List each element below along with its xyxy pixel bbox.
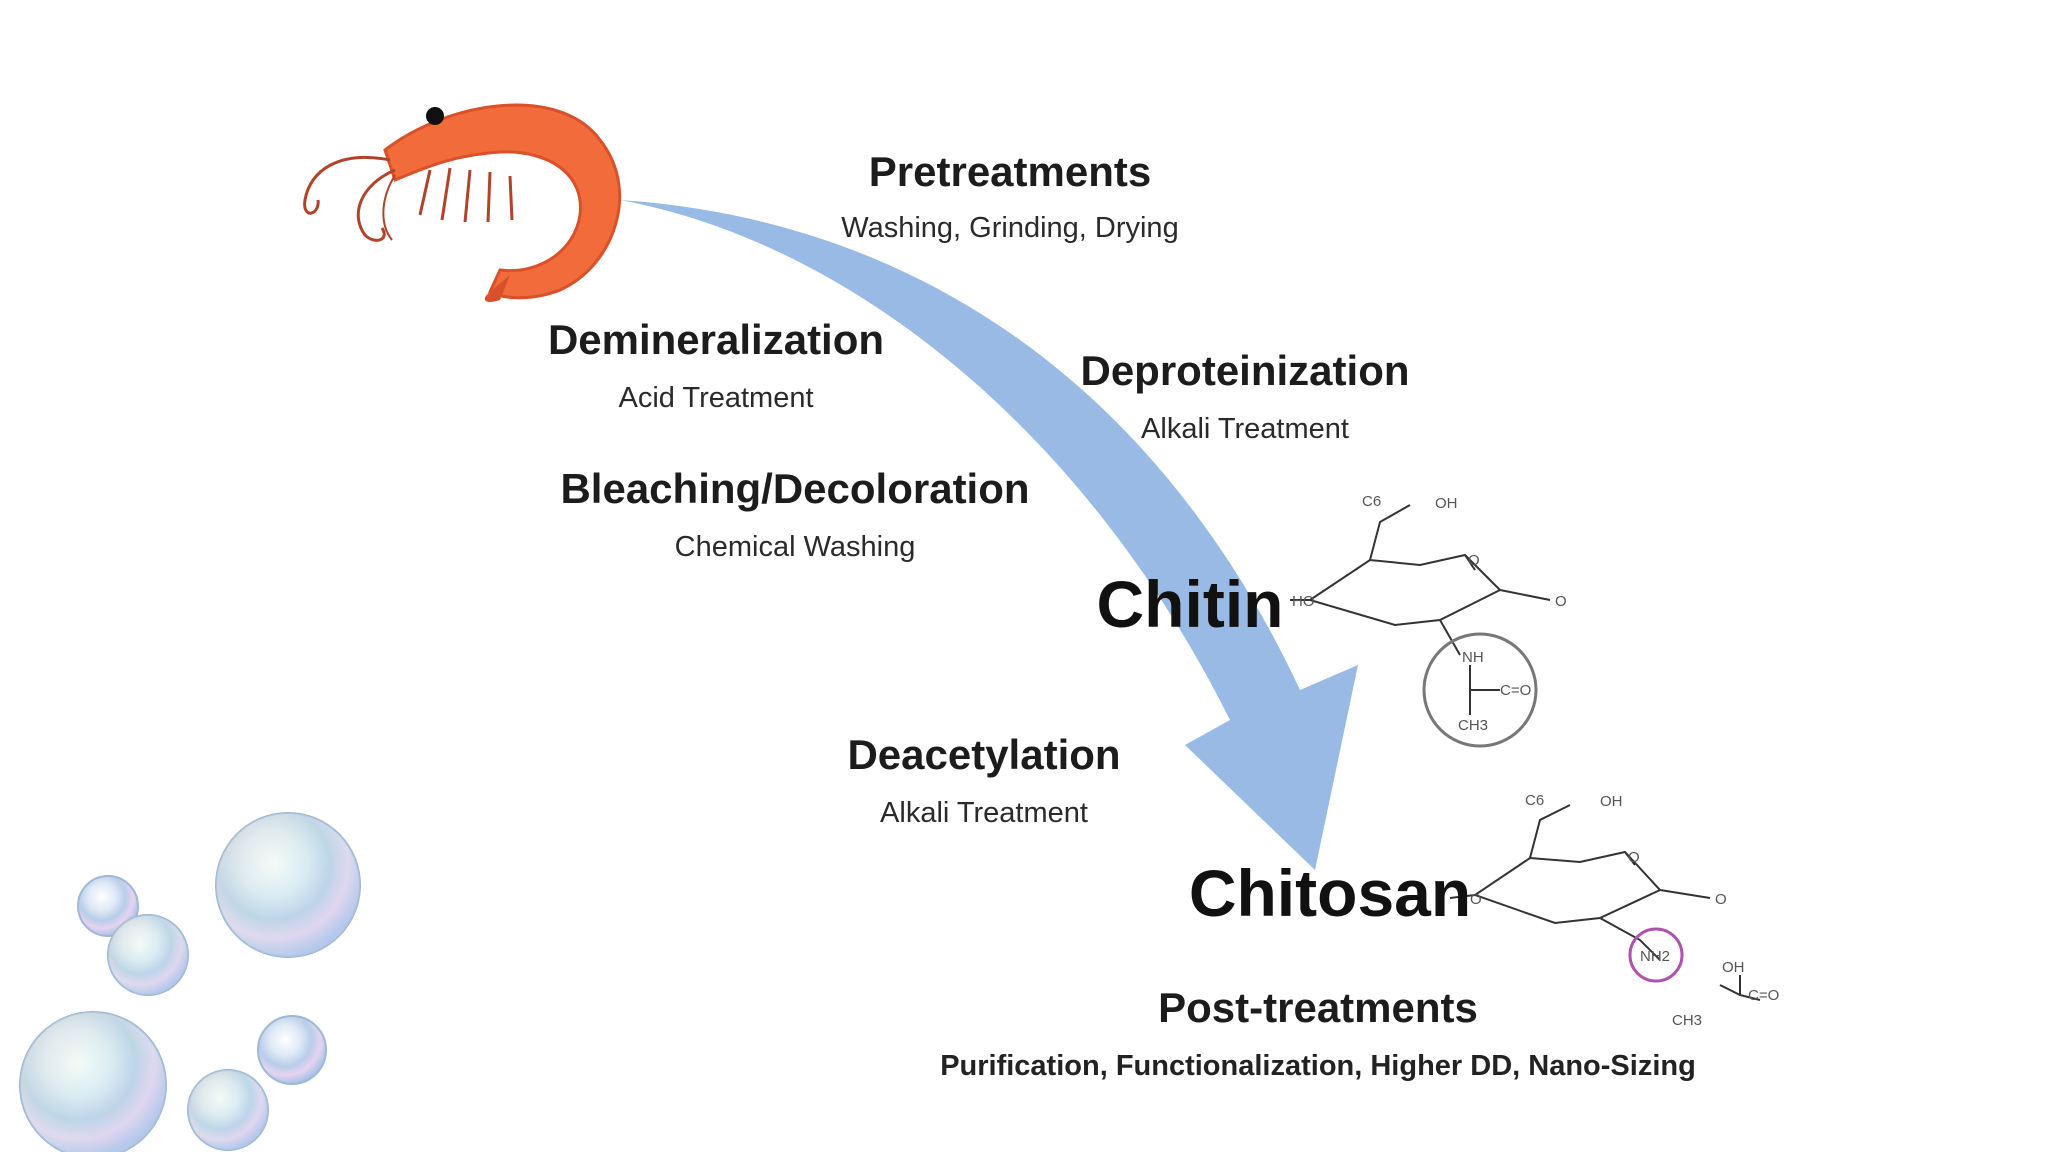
chitin-ho-label: HO [1292,593,1315,610]
deproteinization-title: Deproteinization [1080,347,1410,394]
chitin-ring-o-label: O [1468,552,1480,569]
chitosan-ring-o-label: O [1628,849,1640,866]
chitosan-link-o-label: O [1715,891,1727,908]
chitosan-ch2-label: C6 [1525,792,1544,809]
chitosan-structure [1449,804,1761,1001]
chitosan-left-o-label: O [1470,891,1482,908]
chitosan-nh2-label: NH2 [1640,948,1670,965]
pretreatments-title: Pretreatments [868,148,1152,195]
chitin-ch2-label: C6 [1362,493,1381,510]
chitosan-oh-label: OH [1600,793,1623,810]
chitin-nh-label: NH [1462,649,1484,666]
chitin-structure [1290,504,1551,748]
chitosan-label: Chitosan [1188,856,1472,930]
bleaching-detail: Chemical Washing [674,531,916,563]
bleaching-title: Bleaching/Decoloration [560,465,1030,512]
chitosan-acid-oh-label: OH [1722,959,1745,976]
shrimp-icon [303,103,622,303]
deproteinization-detail: Alkali Treatment [1141,413,1349,445]
post-treatments-title: Post-treatments [1158,984,1478,1031]
demineralization-detail: Acid Treatment [618,382,814,414]
post-treatments-detail: Purification, Functionalization, Higher … [940,1050,1696,1082]
chitin-ch3-label: CH3 [1458,717,1488,734]
deacetylation-detail: Alkali Treatment [880,797,1088,829]
chitin-link-o-label: O [1555,593,1567,610]
process-arrow [620,200,1358,870]
chitosan-acid-co-label: C=O [1748,987,1779,1004]
chitin-oh-label: OH [1435,495,1458,512]
chitin-co-label: C=O [1500,682,1531,699]
chitosan-acid-ch3-label: CH3 [1672,1012,1702,1029]
chitin-label: Chitin [1096,567,1284,641]
deacetylation-title: Deacetylation [847,731,1121,778]
pretreatments-detail: Washing, Grinding, Drying [841,212,1179,244]
bubbles-decoration [19,812,361,1152]
demineralization-title: Demineralization [547,316,885,363]
